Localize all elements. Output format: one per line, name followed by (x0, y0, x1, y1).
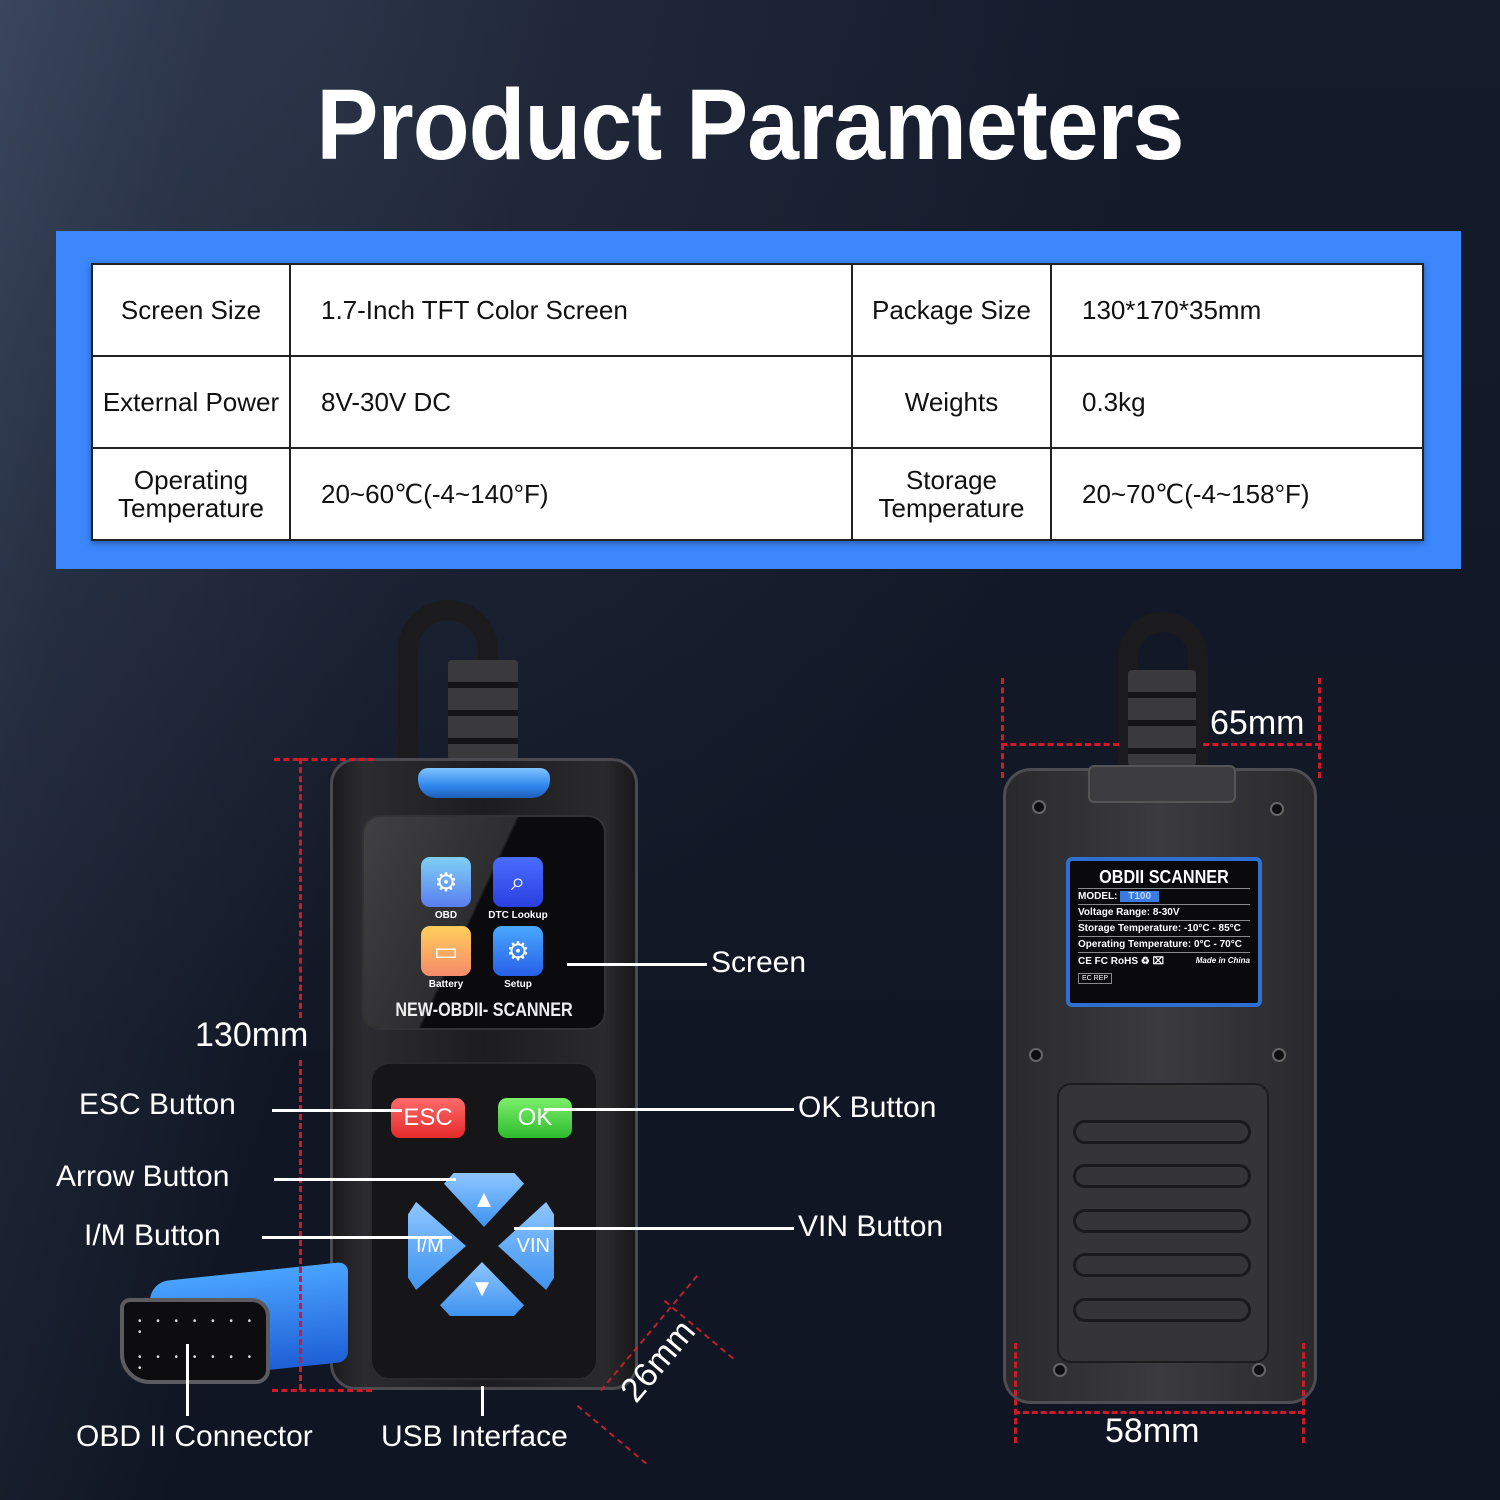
status-light (418, 768, 550, 798)
spec-table: Screen Size 1.7-Inch TFT Color Screen Pa… (91, 263, 1424, 541)
dimension-line (1001, 678, 1004, 778)
page-title: Product Parameters (316, 69, 1184, 181)
spec-label: Operating Temperature (91, 447, 291, 541)
battery-cover (1057, 1083, 1269, 1363)
dimension-line (1014, 1411, 1304, 1414)
dimension-line (1001, 743, 1119, 746)
dimension-height-label: 130mm (195, 1016, 309, 1054)
arrow-callout: Arrow Button (56, 1160, 230, 1193)
spec-label: External Power (91, 355, 291, 449)
grip-slot (1073, 1120, 1251, 1144)
spec-label: Package Size (851, 263, 1052, 357)
app-label: Setup (504, 979, 532, 990)
screw-icon (1029, 1048, 1043, 1062)
gear-icon[interactable]: ⚙ (493, 926, 543, 976)
label-operating-temp: Operating Temperature: 0°C - 70°C (1078, 936, 1250, 952)
grip-slot (1073, 1209, 1251, 1233)
connector-pins: • • • • • • • • (138, 1352, 258, 1374)
label-model-row: MODEL: T100 (1078, 888, 1250, 904)
spec-panel: Screen Size 1.7-Inch TFT Color Screen Pa… (56, 231, 1461, 569)
app-label: DTC Lookup (488, 910, 548, 921)
certification-marks-icon: CE FC RoHS ♻ ⌧ (1078, 956, 1165, 967)
esc-button[interactable]: ESC (391, 1098, 465, 1138)
connector-face: • • • • • • • • • • • • • • • • (120, 1298, 270, 1384)
dimension-top-width-label: 65mm (1210, 704, 1305, 742)
dimension-line (1014, 1343, 1017, 1443)
label-ec-rep: EC REP (1078, 973, 1113, 984)
label-voltage: Voltage Range: 8-30V (1078, 904, 1250, 920)
screen-brand-text: NEW-OBDII- SCANNER (395, 1000, 573, 1021)
label-origin: Made in China (1195, 956, 1250, 965)
dimension-line (274, 758, 374, 761)
dimension-bottom-width-label: 58mm (1105, 1412, 1200, 1450)
arrow-down-icon: ▼ (470, 1275, 494, 1302)
spec-value: 20~60℃(-4~140°F) (289, 447, 853, 541)
screw-icon (1032, 800, 1046, 814)
leader-line (481, 1386, 484, 1416)
spec-label: Weights (851, 355, 1052, 449)
dimension-line (299, 1060, 302, 1390)
leader-line (514, 1227, 794, 1230)
usb-callout: USB Interface (381, 1420, 568, 1453)
grip-slot (1073, 1298, 1251, 1322)
screen-glare (364, 817, 604, 1028)
battery-icon[interactable]: ▭ (421, 926, 471, 976)
arrow-up-icon: ▲ (472, 1186, 496, 1213)
spec-label: Screen Size (91, 263, 291, 357)
table-row: Screen Size 1.7-Inch TFT Color Screen Pa… (91, 263, 1424, 357)
table-row: External Power 8V-30V DC Weights 0.3kg (91, 355, 1424, 449)
leader-line (544, 1108, 794, 1111)
obd-connector-callout: OBD II Connector (76, 1420, 313, 1453)
dimension-line (272, 1389, 372, 1392)
spec-value: 0.3kg (1050, 355, 1424, 449)
screw-icon (1252, 1363, 1266, 1377)
leader-line (274, 1178, 456, 1181)
screw-icon (1053, 1363, 1067, 1377)
back-label-plate: OBDII SCANNER MODEL: T100 Voltage Range:… (1066, 857, 1262, 1007)
strain-relief (448, 660, 518, 760)
label-model-value: T100 (1120, 891, 1160, 902)
connector-pins: • • • • • • • • (138, 1316, 258, 1338)
screw-icon (1272, 1048, 1286, 1062)
vin-callout: VIN Button (798, 1210, 944, 1243)
leader-line (567, 963, 707, 966)
spec-label: Storage Temperature (851, 447, 1052, 541)
label-storage-temp: Storage Temperature: -10°C - 85°C (1078, 920, 1250, 936)
ok-callout: OK Button (798, 1091, 937, 1124)
im-callout: I/M Button (84, 1219, 221, 1252)
app-label: Battery (428, 979, 464, 990)
ok-button[interactable]: OK (498, 1098, 572, 1138)
leader-line (186, 1344, 189, 1416)
dimension-line (1302, 1343, 1305, 1443)
spec-value: 130*170*35mm (1050, 263, 1424, 357)
vin-button-label: VIN (516, 1234, 550, 1257)
leader-line (272, 1109, 402, 1112)
spec-value: 1.7-Inch TFT Color Screen (289, 263, 853, 357)
label-certifications: CE FC RoHS ♻ ⌧ Made in China (1078, 952, 1250, 967)
grip-slot (1073, 1253, 1251, 1277)
label-model-key: MODEL: (1078, 891, 1118, 902)
back-top-tab (1088, 765, 1236, 803)
esc-callout: ESC Button (79, 1088, 236, 1121)
dimension-line (1318, 678, 1321, 778)
obd-connector: • • • • • • • • • • • • • • • • (120, 1261, 348, 1390)
dimension-line (1203, 743, 1321, 746)
im-button-label: I/M (416, 1234, 444, 1257)
spec-value: 20~70℃(-4~158°F) (1050, 447, 1424, 541)
leader-line (262, 1236, 452, 1239)
device-screen (362, 815, 606, 1030)
strain-relief (1128, 670, 1196, 766)
spec-value: 8V-30V DC (289, 355, 853, 449)
car-search-icon[interactable]: ⌕ (493, 857, 543, 907)
screw-icon (1270, 802, 1284, 816)
screen-callout: Screen (711, 946, 807, 979)
label-title: OBDII SCANNER (1099, 867, 1229, 887)
table-row: Operating Temperature 20~60℃(-4~140°F) S… (91, 447, 1424, 541)
app-label: OBD (434, 910, 458, 921)
dimension-line (299, 758, 302, 1018)
engine-icon[interactable]: ⚙ (421, 857, 471, 907)
grip-slot (1073, 1164, 1251, 1188)
